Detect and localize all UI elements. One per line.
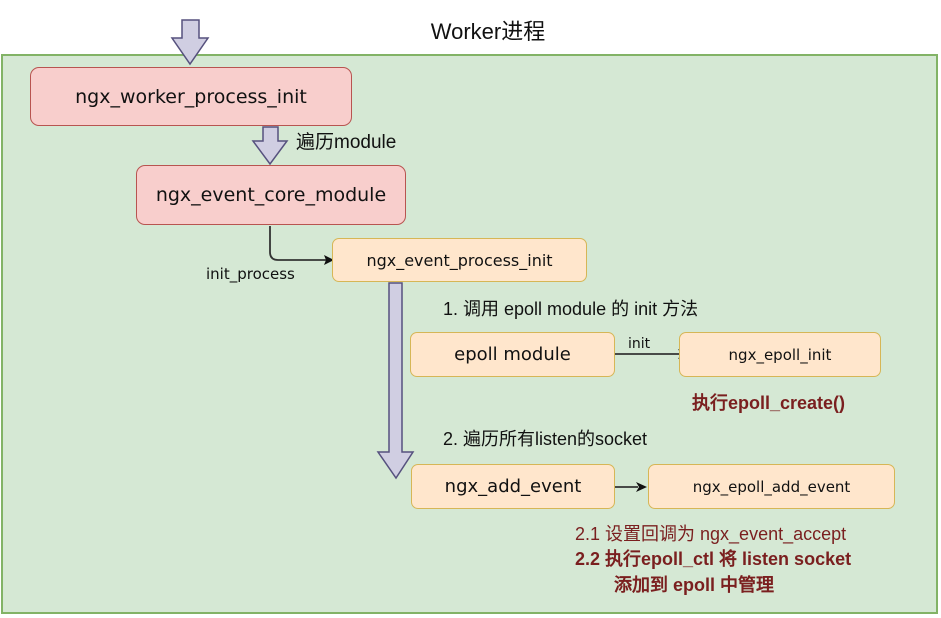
label-init-edge: init bbox=[628, 336, 651, 352]
entry-block-arrow bbox=[170, 19, 210, 66]
init-process-connector bbox=[269, 226, 326, 261]
init-process-arrowhead bbox=[324, 255, 334, 265]
node-ngx-add-event[interactable]: ngx_add_event bbox=[411, 464, 615, 509]
label-step2-2-line1: 2.2 执行epoll_ctl 将 listen socket bbox=[575, 549, 852, 569]
label-step2: 2. 遍历所有listen的socket bbox=[443, 429, 648, 449]
node-ngx-event-core-module[interactable]: ngx_event_core_module bbox=[136, 165, 406, 225]
label-init-process: init_process bbox=[206, 265, 295, 283]
label-step2-2-line2: 添加到 epoll 中管理 bbox=[614, 575, 775, 595]
label-epoll-create: 执行epoll_create() bbox=[692, 393, 846, 413]
node-ngx-epoll-init[interactable]: ngx_epoll_init bbox=[679, 332, 881, 377]
node-ngx-epoll-add-event[interactable]: ngx_epoll_add_event bbox=[648, 464, 895, 509]
node-epoll-module[interactable]: epoll module bbox=[410, 332, 615, 377]
label-iterate-module: 遍历module bbox=[296, 132, 397, 153]
node-ngx-worker-process-init[interactable]: ngx_worker_process_init bbox=[30, 67, 352, 126]
node-ngx-event-process-init[interactable]: ngx_event_process_init bbox=[332, 238, 587, 282]
add-event-edge-arrowhead bbox=[636, 482, 647, 492]
diagram-title: Worker进程 bbox=[430, 19, 546, 44]
label-step2-1: 2.1 设置回调为 ngx_event_accept bbox=[575, 524, 847, 544]
iterate-module-block-arrow bbox=[251, 126, 289, 166]
label-step1: 1. 调用 epoll module 的 init 方法 bbox=[443, 299, 699, 319]
main-flow-block-arrow bbox=[376, 282, 415, 480]
